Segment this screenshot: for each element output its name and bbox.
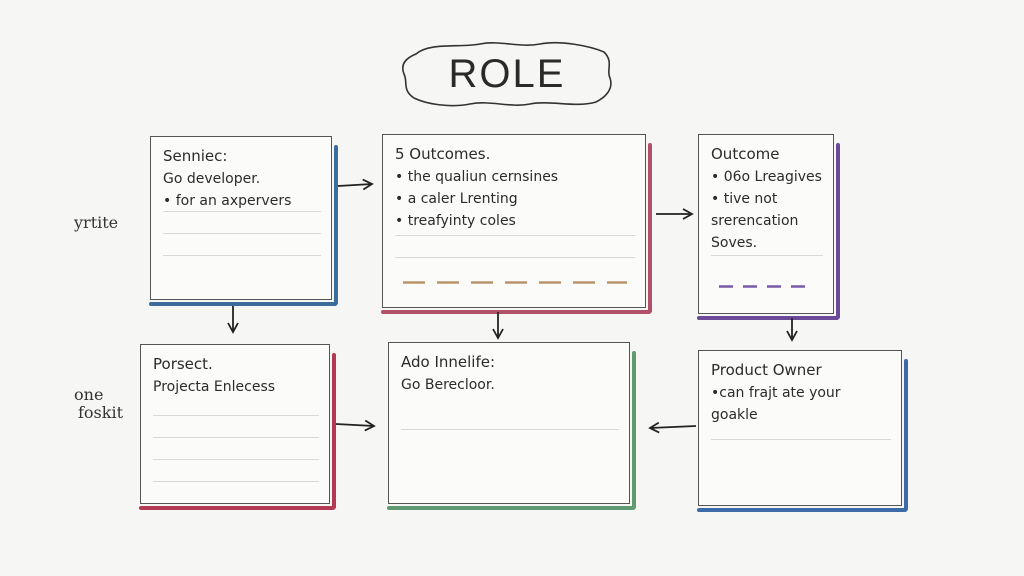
card-title: 5 Outcomes. <box>395 145 491 163</box>
card-line: • a caler Lrenting <box>395 191 518 207</box>
card-accent-bar <box>697 316 839 320</box>
page-title: ROLE <box>448 51 566 96</box>
card-accent-bar <box>904 359 908 511</box>
ado-innelife-card: Ado Innelife: Go Berecloor. <box>387 342 636 510</box>
title-cloud: ROLE <box>400 40 614 108</box>
card-line: • the qualiun cernsines <box>395 169 559 185</box>
card-line: goakle <box>711 407 758 423</box>
side-label-left-bottom-1: one <box>74 385 104 404</box>
outcomes-card: 5 Outcomes. • the qualiun cernsines • a … <box>381 134 652 314</box>
dashed-divider <box>403 281 627 284</box>
card-line: Go Berecloor. <box>401 377 495 393</box>
arrow-right-icon <box>335 419 376 432</box>
card-line: • treafyinty coles <box>395 213 516 229</box>
card-accent-bar <box>836 143 840 319</box>
card-accent-bar <box>648 143 652 313</box>
card-accent-bar <box>332 353 336 509</box>
cloud-outline <box>401 41 612 107</box>
card-line: • 06o Lreagives <box>711 169 822 185</box>
role-card-senniec: Senniec: Go developer. • for an axperver… <box>149 136 338 306</box>
card-title: Senniec: <box>163 147 228 165</box>
card-accent-bar <box>381 310 651 314</box>
card-accent-bar <box>139 506 335 510</box>
side-label-left-bottom-2: foskit <box>78 403 124 422</box>
card-accent-bar <box>387 506 635 510</box>
card-accent-bar <box>149 302 337 306</box>
dashed-divider <box>719 285 815 288</box>
product-owner-card: Product Owner •can frajt ate your goakle <box>697 350 908 512</box>
card-line: • for an axpervers <box>163 193 292 209</box>
card-accent-bar <box>334 145 338 305</box>
card-title: Ado Innelife: <box>401 353 496 371</box>
card-line: Projecta Enlecess <box>153 379 276 395</box>
arrow-right-icon <box>337 178 374 191</box>
arrow-left-icon <box>648 421 697 434</box>
card-title: Product Owner <box>711 361 822 379</box>
outcome-card: Outcome • 06o Lreagives • tive not srere… <box>697 134 840 320</box>
porsect-card: Porsect. Projecta Enlecess <box>139 344 336 510</box>
card-line: • tive not <box>711 191 778 207</box>
card-line: Go developer. <box>163 171 261 187</box>
card-accent-bar <box>632 351 636 509</box>
card-title: Porsect. <box>153 355 213 373</box>
side-label-left-top: yrtite <box>74 213 119 232</box>
card-line: •can frajt ate your <box>711 385 841 401</box>
card-accent-bar <box>697 508 907 512</box>
card-line: srerencation <box>711 213 799 229</box>
card-title: Outcome <box>711 145 780 163</box>
card-line: Soves. <box>711 235 758 251</box>
